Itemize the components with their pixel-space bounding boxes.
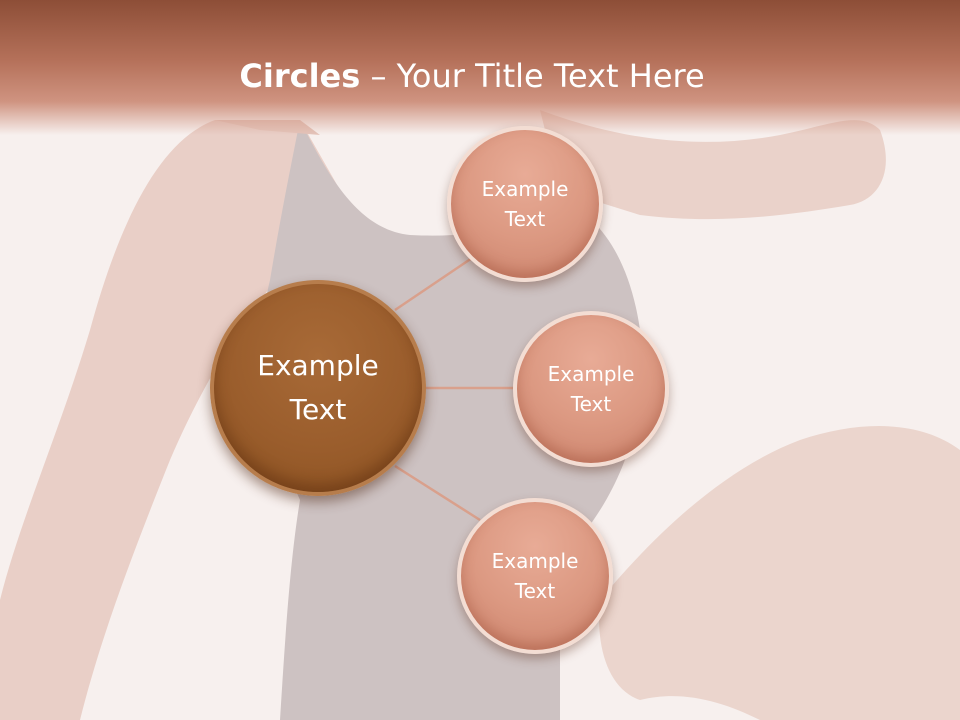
connector-line [394, 254, 476, 312]
title-rest: – Your Title Text Here [360, 57, 705, 95]
node-circle-line1: Example [491, 549, 579, 573]
connector-line [394, 464, 481, 522]
node-circle-line1: Example [481, 177, 569, 201]
node-circle-middle: Example Text [513, 311, 669, 467]
node-circle-line2: Text [570, 392, 612, 416]
node-circle-line1: Example [547, 362, 635, 386]
node-circle-line2: Text [504, 207, 546, 231]
node-circle-bottom: Example Text [457, 498, 613, 654]
center-circle-line2: Text [289, 393, 347, 426]
center-circle-line1: Example [257, 349, 379, 382]
center-circle: Example Text [210, 280, 426, 496]
slide-title: Circles – Your Title Text Here [0, 52, 944, 100]
title-bold: Circles [239, 57, 361, 95]
node-circle-top: Example Text [447, 126, 603, 282]
header-band [0, 0, 960, 135]
node-circle-line2: Text [514, 579, 556, 603]
